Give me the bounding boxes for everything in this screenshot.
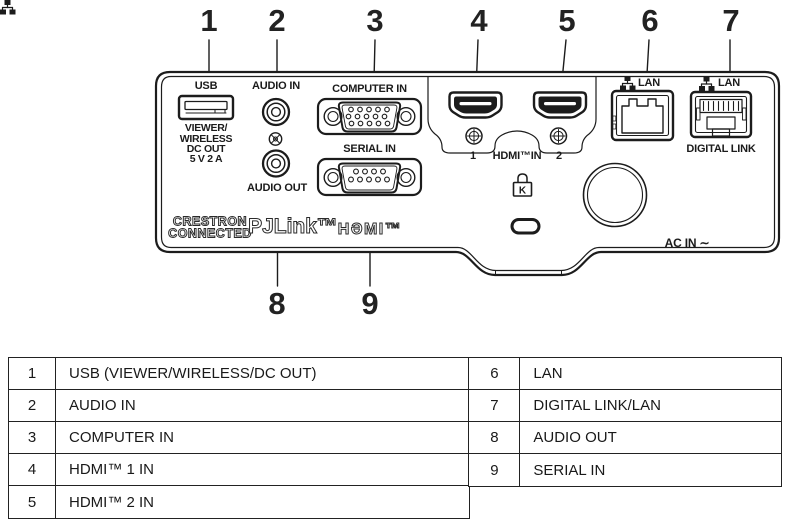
usb-viewer-label: VIEWER/ — [184, 122, 228, 134]
crestron-logo-line2: CONNECTED — [168, 226, 252, 240]
callout-number-4: 4 — [470, 3, 488, 38]
usb-dcout-label: DC OUT — [186, 143, 226, 155]
hdmi-2-port — [532, 91, 588, 119]
kensington-k-label: K — [519, 186, 527, 197]
table-row: 8 AUDIO OUT — [469, 422, 782, 454]
legend-label: DIGITAL LINK/LAN — [533, 397, 661, 414]
table-row: 5 HDMI™ 2 IN — [9, 486, 469, 518]
usb-wireless-label: WIRELESS — [179, 132, 233, 145]
callout-number-5: 5 — [558, 3, 576, 38]
computer-in-label: COMPUTER IN — [332, 83, 407, 95]
hdmi-recess-outline — [427, 76, 597, 154]
digital-link-lan-label: LAN — [717, 77, 741, 89]
legend-number: 5 — [9, 486, 56, 518]
table-row: 4 HDMI™ 1 IN — [9, 454, 469, 486]
audio-out-jack — [261, 149, 291, 178]
crestron-logo-line1: CRESTRON — [172, 214, 248, 229]
digital-link-label: DIGITAL LINK — [686, 143, 756, 155]
security-slot — [510, 218, 541, 235]
hdmi-2-num-label: 2 — [556, 150, 562, 162]
legend-table-left: 1 USB (VIEWER/WIRELESS/DC OUT) 2 AUDIO I… — [8, 357, 470, 519]
table-row: 1 USB (VIEWER/WIRELESS/DC OUT) — [9, 358, 469, 390]
hdmi-in-label: HDMI™IN — [492, 150, 542, 162]
table-row: 7 DIGITAL LINK/LAN — [469, 390, 782, 422]
legend-label: SERIAL IN — [533, 461, 606, 479]
screw-icon — [549, 127, 568, 145]
lan-port — [610, 89, 675, 142]
legend-label: AUDIO IN — [69, 397, 136, 414]
lan-label: LAN — [637, 77, 661, 89]
callout-number-2: 2 — [268, 3, 286, 38]
computer-in-connector — [316, 97, 423, 136]
audio-out-label: AUDIO OUT — [247, 182, 307, 194]
legend-number: 6 — [469, 358, 521, 389]
rear-panel-illustration: K — [0, 0, 781, 287]
legend-number: 2 — [9, 390, 56, 421]
serial-in-label: SERIAL IN — [343, 143, 396, 155]
callout-number-8: 8 — [268, 286, 286, 321]
legend-label: USB (VIEWER/WIRELESS/DC OUT) — [69, 365, 317, 382]
legend-number: 1 — [9, 358, 56, 389]
legend-label: HDMI™ 1 IN — [69, 461, 155, 478]
legend-number: 8 — [469, 422, 521, 453]
table-row: 6 LAN — [469, 358, 782, 390]
table-row: 3 COMPUTER IN — [9, 422, 469, 454]
audio-in-label: AUDIO IN — [252, 80, 300, 92]
audio-in-jack — [261, 97, 291, 127]
table-row: 2 AUDIO IN — [9, 390, 469, 422]
legend-label: AUDIO OUT — [533, 429, 617, 446]
ac-in-label: AC IN ∼ — [664, 236, 710, 250]
ac-inlet-circle — [582, 162, 648, 228]
hdmi-1-num-label: 1 — [470, 150, 476, 162]
kensington-lock-icon — [512, 173, 533, 197]
digital-link-port — [689, 90, 753, 139]
screw-icon — [268, 132, 283, 146]
callout-number-3: 3 — [366, 3, 384, 38]
legend-label: COMPUTER IN — [69, 429, 174, 446]
legend-label: HDMI™ 2 IN — [69, 493, 155, 511]
callout-number-7: 7 — [722, 3, 740, 38]
callout-number-9: 9 — [361, 286, 379, 321]
pjlink-logo: PJLink™ — [248, 215, 339, 239]
legend-number: 3 — [9, 422, 56, 453]
leader-line-6 — [646, 39, 650, 75]
hdmi-logo: HƏMI™ — [337, 221, 403, 239]
legend-number: 4 — [9, 454, 56, 485]
legend-number: 7 — [469, 390, 521, 421]
table-row: 9 SERIAL IN — [469, 454, 781, 486]
legend-table-right: 6 LAN 7 DIGITAL LINK/LAN 8 AUDIO OUT 9 S… — [468, 357, 783, 487]
usb-port — [177, 94, 235, 121]
legend-label: LAN — [533, 365, 563, 382]
usb-label: USB — [194, 80, 218, 92]
callout-number-6: 6 — [641, 3, 659, 38]
serial-in-connector — [316, 157, 423, 197]
callout-number-1: 1 — [200, 3, 218, 38]
legend-number: 9 — [469, 454, 521, 486]
usb-5v2a-label: 5 V 2 A — [189, 153, 223, 165]
